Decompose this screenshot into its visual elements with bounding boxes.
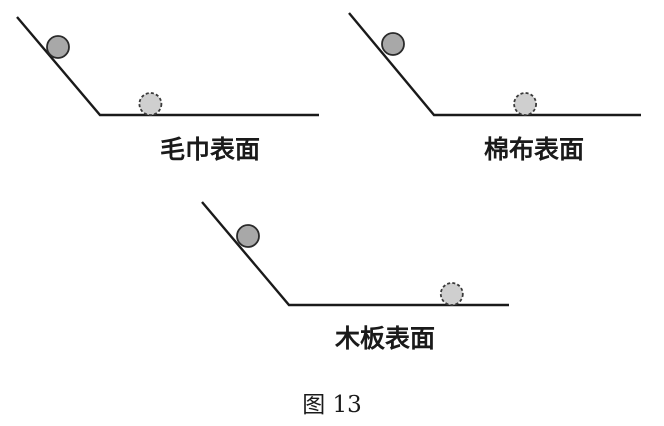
panel-wood-surface: 木板表面	[201, 201, 509, 353]
panel-towel-surface: 毛巾表面	[16, 16, 319, 164]
ramp-and-surface-wood	[201, 201, 509, 307]
surface-label-cotton: 棉布表面	[484, 135, 584, 164]
ball-start-position-cotton	[381, 32, 405, 56]
ball-start-position-wood	[236, 224, 260, 248]
ball-stop-position-towel	[138, 92, 163, 116]
panel-cotton-surface: 棉布表面	[348, 12, 641, 164]
surface-label-wood: 木板表面	[334, 324, 435, 353]
ball-start-position-towel	[46, 35, 70, 59]
ball-stop-position-wood	[439, 282, 464, 306]
surface-label-towel: 毛巾表面	[160, 135, 260, 164]
ball-stop-position-cotton	[513, 92, 537, 116]
ramp-and-surface-cotton	[348, 12, 641, 117]
figure-caption: 图 13	[302, 392, 362, 418]
ramp-and-surface-towel	[16, 16, 319, 117]
